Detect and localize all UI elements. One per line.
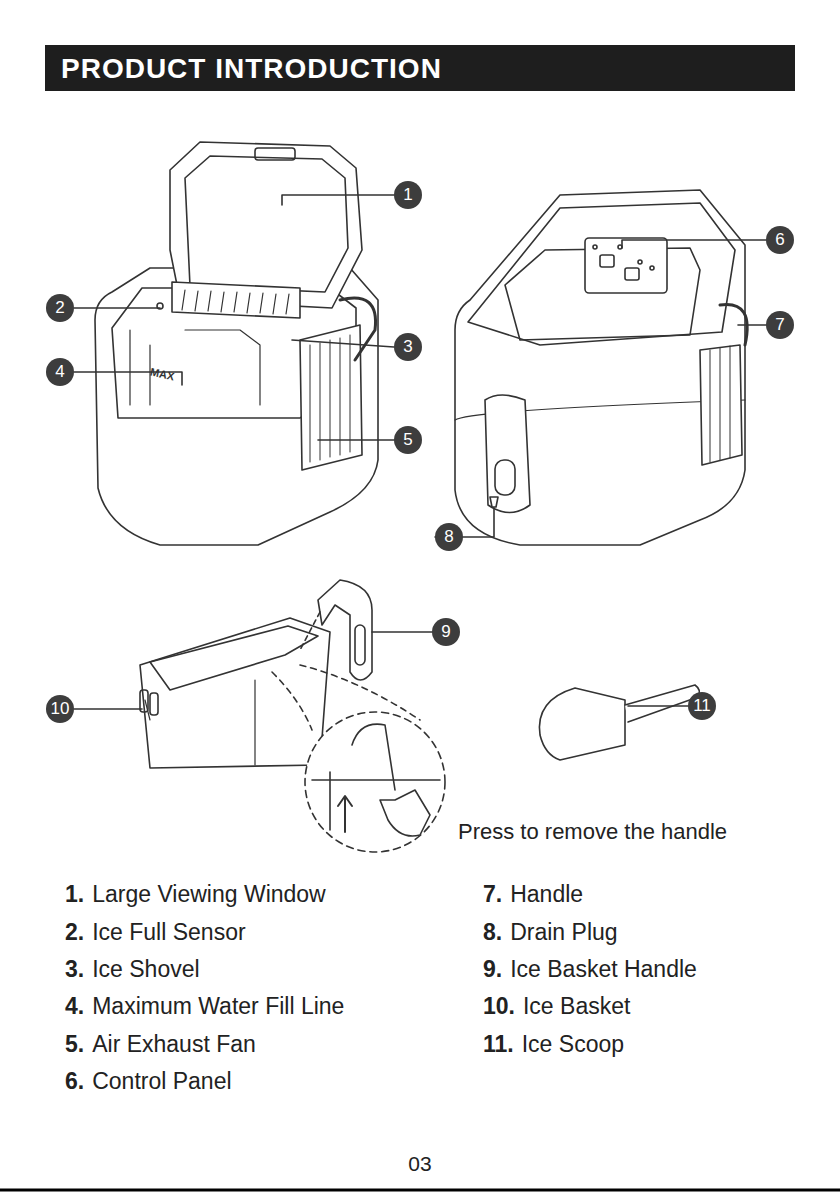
- part-number: 10.: [483, 993, 515, 1019]
- callout-number: 6: [766, 226, 794, 254]
- callout-number: 4: [46, 358, 74, 386]
- part-list-row: 9. Ice Basket Handle: [483, 956, 697, 983]
- part-list-row: 10. Ice Basket: [483, 993, 630, 1020]
- callout-number: 11: [688, 692, 716, 720]
- part-number: 9.: [483, 956, 502, 982]
- title-band: PRODUCT INTRODUCTION: [45, 45, 795, 91]
- part-list-row: 3. Ice Shovel: [65, 956, 200, 983]
- part-number: 7.: [483, 881, 502, 907]
- part-name: Ice Full Sensor: [92, 919, 245, 945]
- callout-number: 7: [766, 311, 794, 339]
- page-number: 03: [0, 1152, 840, 1176]
- part-name: Large Viewing Window: [92, 881, 326, 907]
- instruction-note: Press to remove the handle: [458, 819, 727, 845]
- part-list-row: 4. Maximum Water Fill Line: [65, 993, 344, 1020]
- part-list-row: 7. Handle: [483, 881, 583, 908]
- part-name: Ice Shovel: [92, 956, 199, 982]
- part-number: 11.: [483, 1031, 514, 1057]
- part-number: 2.: [65, 919, 84, 945]
- callout-number: 1: [394, 181, 422, 209]
- part-name: Ice Basket: [523, 993, 630, 1019]
- part-number: 1.: [65, 881, 84, 907]
- callout-number: 5: [394, 426, 422, 454]
- part-number: 6.: [65, 1068, 84, 1094]
- part-name: Maximum Water Fill Line: [92, 993, 344, 1019]
- part-name: Control Panel: [92, 1068, 231, 1094]
- part-number: 3.: [65, 956, 84, 982]
- part-number: 8.: [483, 919, 502, 945]
- callout-number: 3: [394, 333, 422, 361]
- part-name: Ice Scoop: [522, 1031, 624, 1057]
- callout-number: 2: [46, 294, 74, 322]
- part-list-row: 8. Drain Plug: [483, 919, 618, 946]
- part-name: Air Exhaust Fan: [92, 1031, 256, 1057]
- callout-number: 10: [46, 695, 74, 723]
- part-list-row: 6. Control Panel: [65, 1068, 232, 1095]
- callout-number: 8: [435, 523, 463, 551]
- part-number: 5.: [65, 1031, 84, 1057]
- part-number: 4.: [65, 993, 84, 1019]
- part-name: Drain Plug: [510, 919, 617, 945]
- part-name: Ice Basket Handle: [510, 956, 697, 982]
- part-list-row: 1. Large Viewing Window: [65, 881, 326, 908]
- part-list-row: 5. Air Exhaust Fan: [65, 1031, 256, 1058]
- part-name: Handle: [510, 881, 583, 907]
- part-list-row: 11. Ice Scoop: [483, 1031, 624, 1058]
- part-list-row: 2. Ice Full Sensor: [65, 919, 246, 946]
- page-title: PRODUCT INTRODUCTION: [61, 53, 442, 85]
- callout-number: 9: [432, 618, 460, 646]
